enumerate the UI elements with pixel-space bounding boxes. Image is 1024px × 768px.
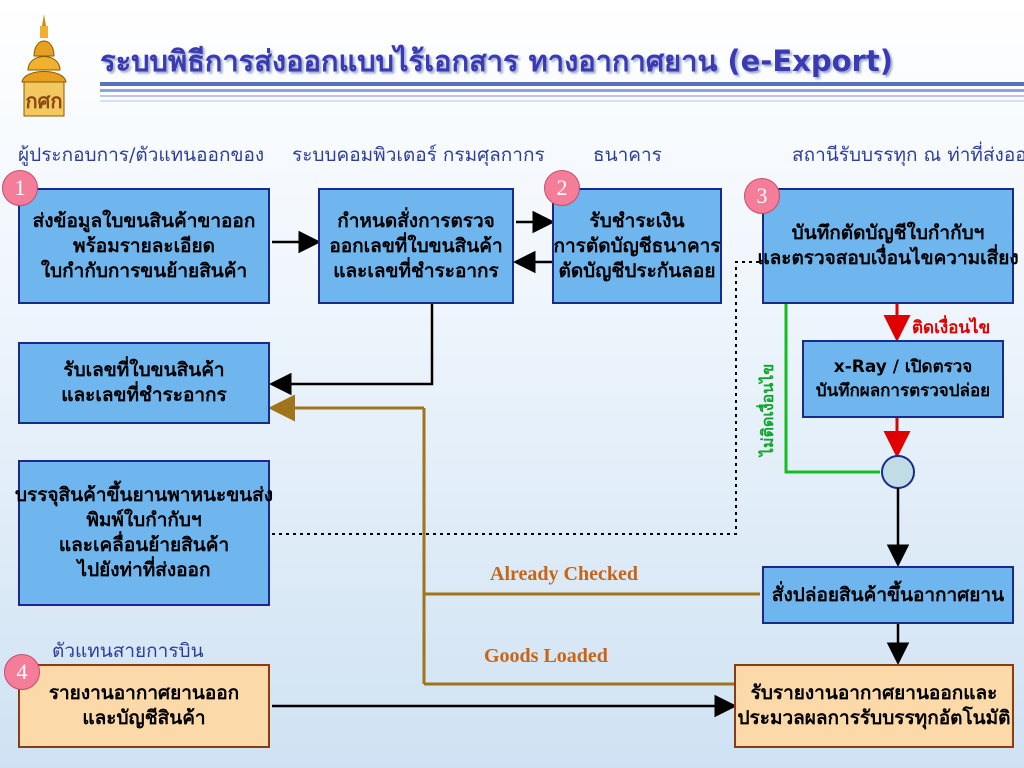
- step-badge-4: 4: [4, 654, 40, 690]
- junction-node: [881, 455, 915, 489]
- box-release-goods: สั่งปล่อยสินค้าขึ้นอากาศยาน: [762, 566, 1014, 624]
- title-stripe: [100, 82, 1024, 86]
- step-badge-1: 1: [2, 170, 38, 206]
- box-receive-number: รับเลขที่ใบขนสินค้า และเลขที่ชำระอากร: [18, 342, 270, 424]
- green-no-risk-path: [784, 304, 880, 474]
- no-risk-condition-label: ไม่ติดเงื่อนไข: [758, 363, 777, 456]
- step-badge-2: 2: [544, 170, 580, 206]
- column-header-exporter: ผู้ประกอบการ/ตัวแทนออกของ: [18, 144, 265, 166]
- box-send-data: ส่งข้อมูลใบขนสินค้าขาออก พร้อมรายละเอียด…: [18, 188, 270, 304]
- title-stripe: [100, 95, 1024, 97]
- title-stripe: [100, 89, 1024, 92]
- title-stripe: [100, 100, 1024, 102]
- box-receive-report: รับรายงานอากาศยานออกและ ประมวลผลการรับบร…: [734, 664, 1014, 748]
- column-header-airline: ตัวแทนสายการบิน: [52, 640, 204, 662]
- box-payment: รับชำระเงิน การตัดบัญชีธนาคาร ตัดบัญชีปร…: [552, 188, 722, 304]
- logo-text: กศก: [26, 89, 63, 113]
- page-title: ระบบพิธีการส่งออกแบบไร้เอกสาร ทางอากาศยา…: [100, 44, 893, 78]
- column-header-bank: ธนาคาร: [593, 144, 662, 166]
- box-assign: กำหนดสั่งการตรวจ ออกเลขที่ใบขนสินค้า และ…: [318, 188, 514, 304]
- already-checked-label: Already Checked: [490, 563, 638, 585]
- box-record: บันทึกตัดบัญชีใบกำกับฯ และตรวจสอบเงื่อนไ…: [757, 188, 1019, 304]
- goods-loaded-label: Goods Loaded: [484, 645, 608, 667]
- column-header-customs-system: ระบบคอมพิวเตอร์ กรมศุลกากร: [292, 144, 545, 166]
- box-pack-goods: บรรจุสินค้าขึ้นยานพาหนะขนส่ง พิมพ์ใบกำกั…: [15, 460, 273, 606]
- box-report-departure: รายงานอากาศยานออก และบัญชีสินค้า: [18, 664, 270, 748]
- risk-condition-label: ติดเงื่อนไข: [912, 318, 991, 338]
- column-header-warehouse: สถานีรับบรรทุก ณ ท่าที่ส่งออก: [792, 144, 1024, 166]
- customs-emblem-icon: กศก: [21, 14, 67, 117]
- dotted-pack-to-record: [272, 261, 760, 535]
- step-badge-3: 3: [744, 178, 780, 214]
- arrow-assign-to-receive: [269, 302, 434, 396]
- box-xray-inspection: x-Ray / เปิดตรวจ บันทึกผลการตรวจปล่อย: [802, 340, 1004, 418]
